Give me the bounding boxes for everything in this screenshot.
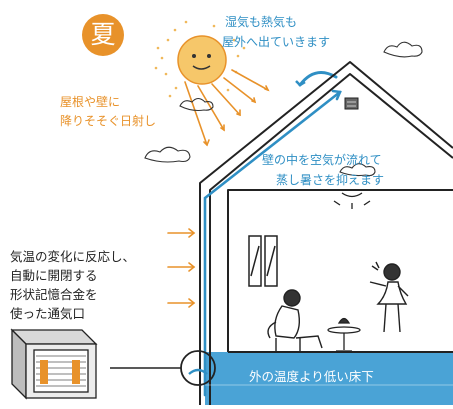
house-outline bbox=[199, 61, 453, 405]
exhaust-label-line1: 湿気も熱気も bbox=[225, 15, 298, 29]
season-badge: 夏 bbox=[82, 14, 124, 56]
standing-person-icon bbox=[369, 261, 409, 333]
sunlight-rays bbox=[184, 69, 270, 147]
exhaust-arrow-head bbox=[295, 80, 306, 87]
underfloor-label: 外の温度より低い床下 bbox=[249, 369, 374, 384]
vent-label-line2: 自動に開閉する bbox=[10, 268, 98, 283]
vent-label-line4: 使った通気口 bbox=[10, 306, 86, 321]
coffee-table-icon bbox=[327, 317, 361, 352]
cloud-icon bbox=[144, 41, 423, 177]
roof-vent bbox=[344, 97, 359, 110]
wall-heat-arrows bbox=[167, 228, 196, 308]
shape-memory-vent-icon bbox=[10, 328, 98, 400]
exhaust-label-line2: 屋外へ出ていきます bbox=[222, 35, 331, 49]
vent-label-line3: 形状記憶合金を bbox=[10, 287, 98, 302]
wall-flow-label-line2: 蒸し暑さを抑えます bbox=[276, 173, 385, 187]
sunlight-label-line1: 屋根や壁に bbox=[60, 95, 121, 109]
sunlight-label-line2: 降りそそぐ日射し bbox=[60, 114, 157, 128]
wall-flow-label-line1: 壁の中を空気が流れて bbox=[262, 153, 382, 167]
wall-airflow-arrow bbox=[203, 89, 342, 397]
sun-icon bbox=[177, 35, 227, 85]
underfloor-band bbox=[205, 352, 453, 405]
ceiling-lamp-icon bbox=[333, 192, 371, 209]
seated-person-icon bbox=[267, 289, 323, 352]
vent-label-line1: 気温の変化に反応し、 bbox=[10, 249, 136, 264]
window-icon bbox=[248, 235, 278, 287]
